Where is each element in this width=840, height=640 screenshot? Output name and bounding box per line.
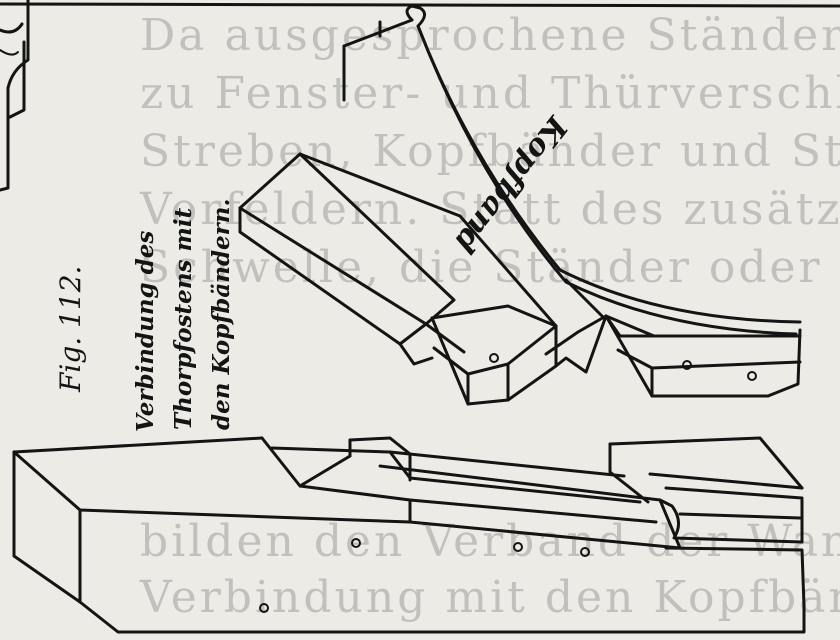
peg-hole — [513, 542, 523, 552]
kopfband-brace — [238, 4, 802, 406]
peg-hole — [747, 371, 757, 381]
peg-hole — [351, 538, 361, 548]
figure-caption-line: Thorpfostens mit — [170, 207, 197, 430]
peg-hole — [580, 547, 590, 557]
top-border — [0, 2, 840, 8]
peg-hole — [259, 603, 269, 613]
fragment-left — [0, 0, 30, 192]
figure-caption-line: Verbindung des — [132, 230, 159, 432]
peg-holes — [259, 353, 757, 613]
peg-hole — [682, 360, 692, 370]
peg-hole — [489, 353, 499, 363]
thorpfosten-beam — [12, 436, 806, 634]
figure-caption-line: den Kopfbändern. — [208, 198, 235, 430]
figure-number: Fig. 112. — [54, 265, 87, 392]
